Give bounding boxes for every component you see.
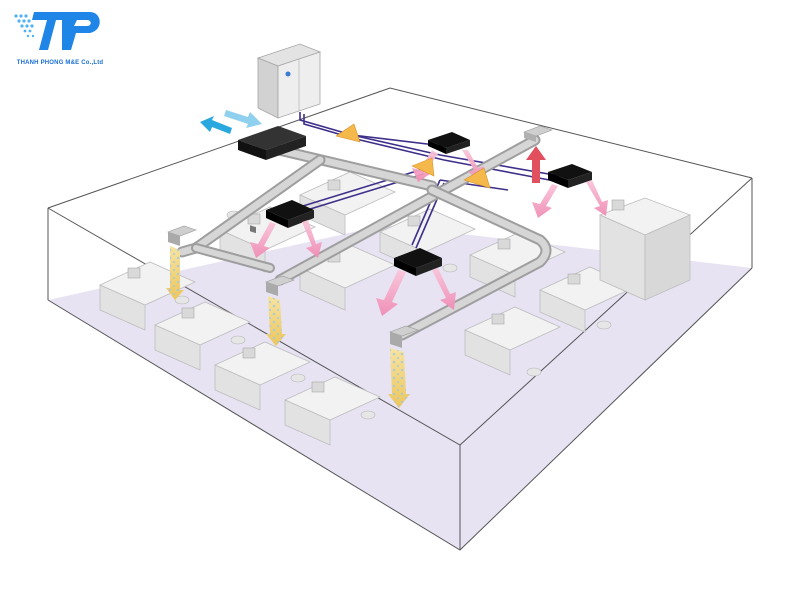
intake-exhaust-arrows [200, 110, 262, 134]
logo-letter-t [32, 12, 70, 50]
flow-arrow-icon [463, 167, 491, 189]
exhaust-arrow-icon [224, 110, 262, 128]
indoor-units [266, 132, 592, 276]
fresh-air-diffuser-1 [166, 225, 197, 300]
company-logo [10, 6, 110, 78]
air-ducts [176, 134, 552, 341]
flow-arrow-icon [335, 123, 361, 143]
logo-mark [14, 12, 100, 50]
indoor-unit-1 [428, 132, 470, 154]
logo-letter-p [62, 12, 100, 50]
heat-recovery-ventilator [238, 126, 306, 234]
indoor-unit-3 [266, 200, 314, 228]
exhaust-up-arrow-icon [526, 146, 546, 183]
indoor-unit-2 [548, 164, 592, 188]
fresh-air-diffuser-3 [388, 325, 419, 408]
intake-arrow-icon [200, 116, 232, 134]
exhaust-grille [523, 125, 553, 183]
outdoor-unit [256, 43, 322, 119]
brand-badge-icon [285, 71, 291, 77]
logo-dots [14, 14, 35, 38]
fresh-air-diffuser-2 [265, 275, 295, 346]
fresh-air-diffusers [166, 225, 419, 408]
flow-arrows [335, 123, 491, 189]
flow-arrow-icon [411, 157, 435, 177]
logo-caption: THANH PHONG M&E Co.,Ltd [16, 60, 104, 66]
indoor-unit-4 [394, 248, 442, 276]
